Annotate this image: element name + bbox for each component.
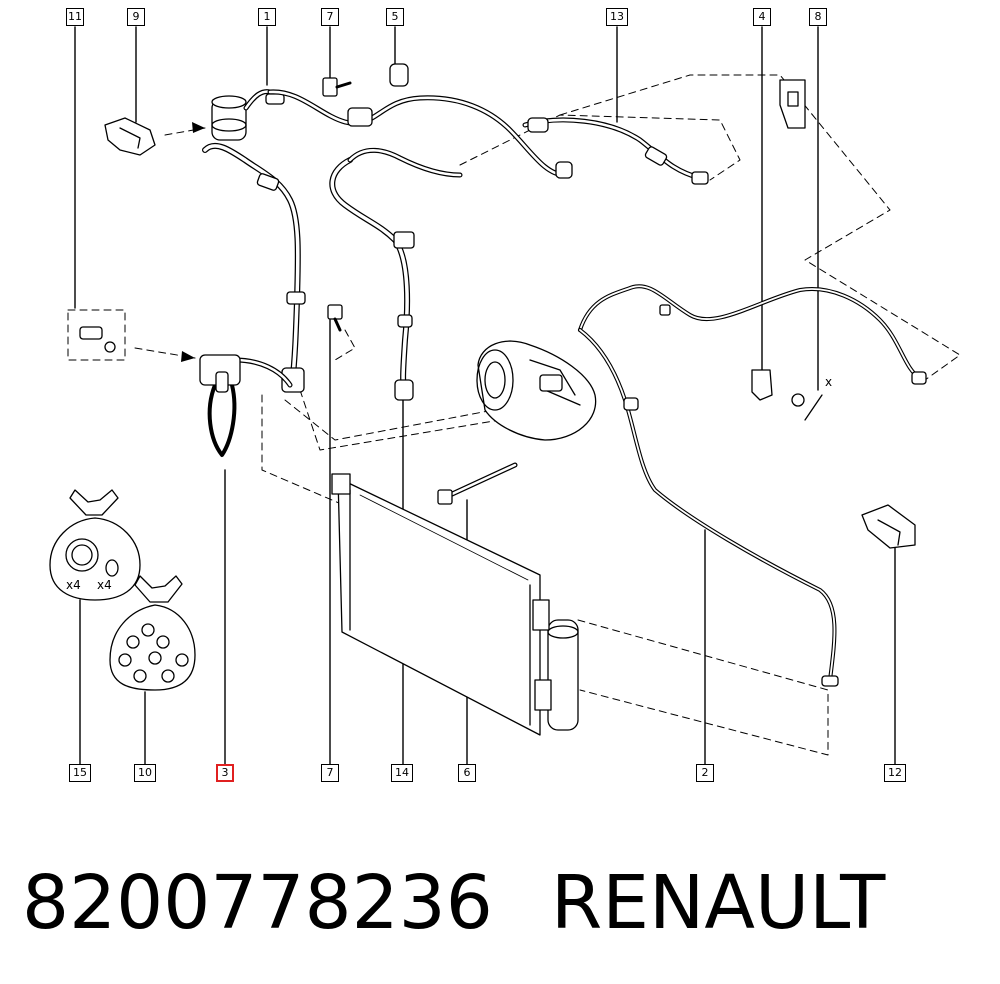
callout-14[interactable]: 14 bbox=[391, 764, 413, 782]
clip-9 bbox=[104, 117, 156, 156]
hose-14 bbox=[329, 147, 463, 401]
bracket-4 bbox=[751, 369, 773, 401]
callout-6[interactable]: 6 bbox=[458, 764, 476, 782]
callout-10[interactable]: 10 bbox=[134, 764, 156, 782]
callout-4[interactable]: 4 bbox=[753, 8, 771, 26]
callout-1[interactable]: 1 bbox=[258, 8, 276, 26]
hose-3 bbox=[199, 354, 293, 457]
callout-8[interactable]: 8 bbox=[809, 8, 827, 26]
callout-7-bottom[interactable]: 7 bbox=[321, 764, 339, 782]
quantity-label-seals: x4 bbox=[66, 578, 81, 592]
part-footer: 8200778236 RENAULT bbox=[22, 858, 885, 948]
part-number: 8200778236 bbox=[22, 860, 493, 946]
exploded-parts-diagram bbox=[49, 26, 961, 765]
valve-block bbox=[779, 79, 806, 129]
seal-kit-bag-15 bbox=[49, 489, 141, 601]
callout-5[interactable]: 5 bbox=[386, 8, 404, 26]
bolt-6 bbox=[437, 462, 518, 505]
condenser bbox=[331, 473, 579, 736]
oring-bag-10 bbox=[109, 575, 196, 691]
quantity-label-rings: x4 bbox=[97, 578, 112, 592]
arrows bbox=[181, 122, 205, 362]
clip-12 bbox=[861, 504, 916, 549]
nut-8 bbox=[791, 393, 823, 421]
callout-7-top[interactable]: 7 bbox=[321, 8, 339, 26]
callout-9[interactable]: 9 bbox=[127, 8, 145, 26]
hose-assembly-1 bbox=[202, 89, 306, 393]
callout-11[interactable]: 11 bbox=[66, 8, 84, 26]
pipe-2 bbox=[578, 284, 927, 687]
compressor bbox=[476, 340, 597, 441]
callout-15[interactable]: 15 bbox=[69, 764, 91, 782]
callout-2[interactable]: 2 bbox=[696, 764, 714, 782]
callout-3-highlighted[interactable]: 3 bbox=[216, 764, 234, 782]
pipe-13 bbox=[267, 63, 709, 185]
fitting-11 bbox=[79, 326, 116, 353]
bolt-7-top bbox=[322, 77, 352, 97]
callout-12[interactable]: 12 bbox=[884, 764, 906, 782]
callout-13[interactable]: 13 bbox=[606, 8, 628, 26]
dashed-guides bbox=[67, 74, 961, 756]
brand-name: RENAULT bbox=[550, 860, 886, 946]
axis-x-label: x bbox=[825, 375, 833, 389]
bolt-7-bottom bbox=[327, 304, 343, 332]
